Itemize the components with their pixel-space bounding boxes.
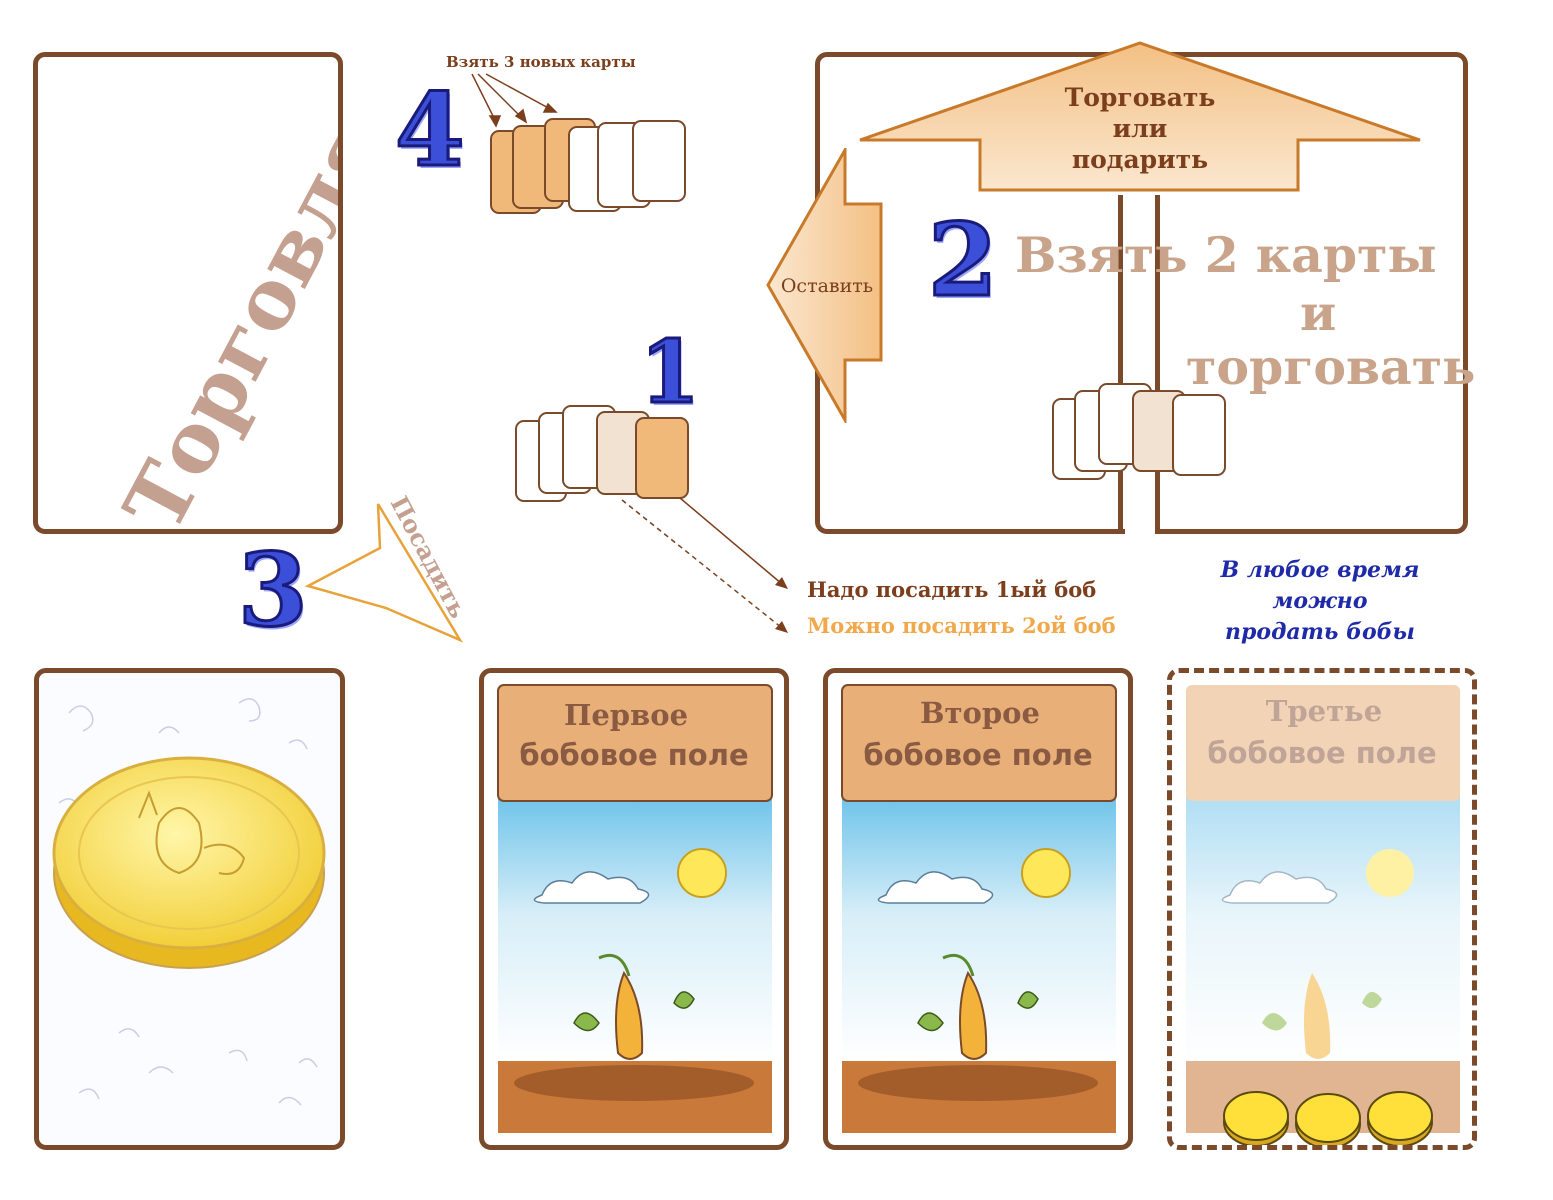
field-3-line1: Третье [1266, 694, 1382, 728]
bean-field-2-art: Второе бобовое поле [841, 684, 1117, 1133]
trade-area-title: Торговля [106, 101, 338, 529]
sell-note-line2: можно [1272, 588, 1368, 614]
bean-field-2: Второе бобовое поле [823, 668, 1133, 1150]
step-4-label: Взять 3 новых карты [446, 53, 636, 71]
step-2-number: 2 [927, 201, 1000, 319]
sprout [959, 970, 988, 1060]
coin-face [52, 756, 326, 950]
field-2-line1: Второе [920, 696, 1040, 730]
treasury-art [52, 698, 326, 1106]
trade-arrow-line1: Торговать [1065, 83, 1216, 112]
trade-arrow: Торговать или подарить [859, 41, 1421, 192]
bean-field-1: Первое бобовое поле [479, 668, 789, 1150]
trade-area-label-svg: Торговля [106, 101, 338, 529]
field-1-line1: Первое [564, 698, 688, 732]
step-2-line3: торговать [1186, 338, 1476, 396]
sprout [615, 970, 644, 1060]
blank-card [632, 120, 686, 202]
step-4-number: 4 [394, 71, 467, 189]
trade-area: Торговля [33, 52, 343, 534]
trade-arrow-line2: или [1113, 114, 1168, 143]
field-sign [1186, 685, 1460, 801]
treasury-card [34, 668, 345, 1150]
bean-field-3-art: Третье бобовое поле [1186, 685, 1460, 1133]
plant-arrow: Посадить [304, 491, 473, 643]
step-2-line2: и [1300, 284, 1337, 342]
step-4-draw-arrows [471, 73, 558, 128]
plant-arrows [621, 497, 788, 633]
offer-divider-left [1118, 195, 1123, 534]
cloud [533, 871, 650, 904]
field-2-line2: бобовое поле [863, 738, 1092, 772]
step-3-number: 3 [237, 531, 310, 649]
may-plant-note: Можно посадить 2ой боб [807, 613, 1116, 638]
keep-area [1155, 52, 1468, 534]
field-1-line2: бобовое поле [519, 738, 748, 772]
cloud [877, 871, 994, 904]
keep-arrow-label: Оставить [781, 275, 873, 297]
offer-divider-right [1155, 195, 1160, 534]
keep-arrow: Оставить [766, 148, 883, 423]
coin-icon [1223, 1091, 1289, 1145]
sun [1366, 849, 1414, 897]
step-2-line1: Взять 2 карты [1015, 226, 1437, 284]
field-3-line2: бобовое поле [1207, 736, 1436, 770]
coin-icon [1295, 1093, 1361, 1145]
trade-arrow-line3: подарить [1072, 145, 1208, 174]
field-sign [497, 684, 773, 802]
hand-card-first [635, 417, 689, 499]
bean-field-3: Третье бобовое поле [1167, 668, 1477, 1150]
field-sign [841, 684, 1117, 802]
sprout [1304, 973, 1331, 1059]
drawn-card [1172, 394, 1226, 476]
step-1-number: 1 [639, 322, 702, 423]
must-plant-note: Надо посадить 1ый боб [807, 577, 1097, 602]
sun [1021, 848, 1071, 898]
bean-field-1-art: Первое бобовое поле [497, 684, 773, 1133]
coin-icon [1367, 1091, 1433, 1145]
cloud [1221, 871, 1338, 904]
sell-note-line3: продать бобы [1225, 619, 1415, 645]
sun [677, 848, 727, 898]
sell-note: В любое время можно продать бобы [1190, 555, 1450, 648]
sell-note-line1: В любое время [1220, 557, 1420, 583]
coin-pile [1223, 1091, 1433, 1145]
